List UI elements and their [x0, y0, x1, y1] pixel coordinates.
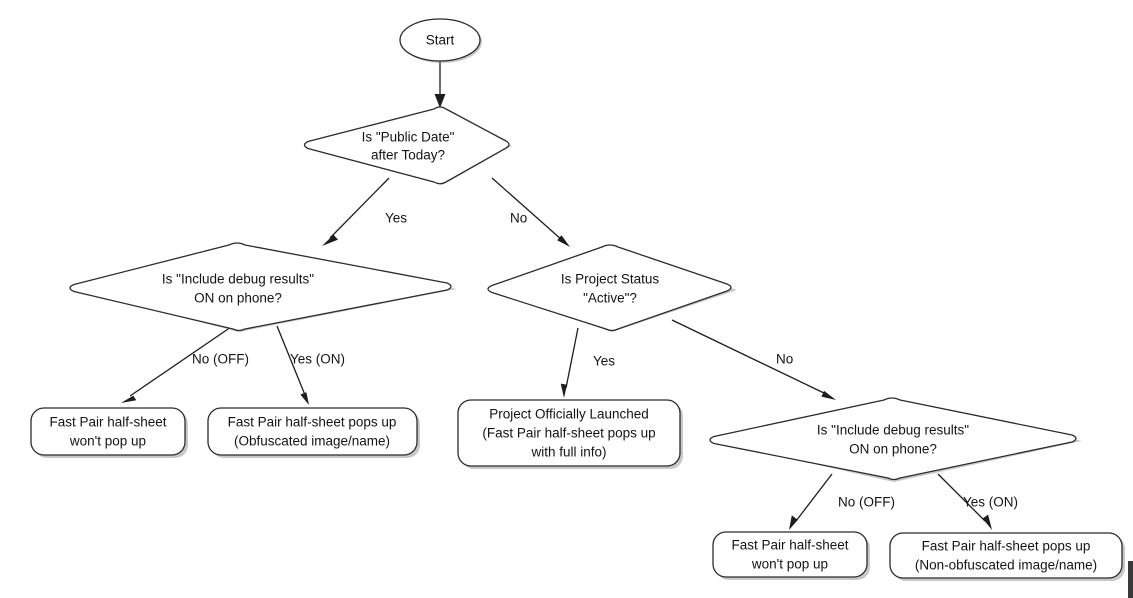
node-decision-project-status-line2: "Active"? [583, 291, 637, 306]
node-decision-public-date-line2: after Today? [371, 148, 445, 163]
edge-public-date-yes: Yes [322, 177, 407, 246]
edge-debug-left-no: No (OFF) [121, 324, 249, 403]
node-decision-debug-left[interactable]: Is "Include debug results" ON on phone? [69, 242, 457, 332]
edge-label-debug-left-yes: Yes (ON) [290, 352, 345, 367]
node-result-right-no[interactable]: Fast Pair half-sheet won't pop up [712, 531, 870, 580]
edge-debug-right-yes: Yes (ON) [937, 473, 1018, 530]
edge-debug-right-no: No (OFF) [789, 473, 895, 530]
edge-label-project-status-yes: Yes [593, 354, 615, 369]
node-result-left-yes[interactable]: Fast Pair half-sheet pops up (Obfuscated… [207, 407, 420, 458]
node-decision-debug-left-line1: Is "Include debug results" [162, 272, 314, 287]
edge-label-project-status-no: No [776, 352, 793, 367]
node-decision-debug-left-line2: ON on phone? [194, 291, 282, 306]
node-result-launched-line1: Project Officially Launched [489, 407, 649, 422]
node-result-left-no-line1: Fast Pair half-sheet [49, 415, 166, 430]
edge-debug-left-yes: Yes (ON) [276, 325, 345, 405]
node-result-right-yes[interactable]: Fast Pair half-sheet pops up (Non-obfusc… [889, 532, 1125, 581]
node-result-right-yes-line2: (Non-obfuscated image/name) [915, 558, 1097, 573]
node-result-launched-line2: (Fast Pair half-sheet pops up [482, 426, 655, 441]
edge-label-debug-right-no: No (OFF) [838, 495, 895, 510]
edge-label-public-date-yes: Yes [385, 211, 407, 226]
node-result-right-yes-line1: Fast Pair half-sheet pops up [922, 539, 1091, 554]
node-decision-debug-right-line1: Is "Include debug results" [817, 423, 969, 438]
node-result-left-no-line2: won't pop up [69, 434, 146, 449]
edge-project-status-no: No [671, 319, 836, 400]
node-decision-public-date[interactable]: Is "Public Date" after Today? [303, 106, 512, 185]
node-result-right-no-line1: Fast Pair half-sheet [731, 538, 848, 553]
edge-label-debug-left-no: No (OFF) [192, 352, 249, 367]
node-decision-debug-right[interactable]: Is "Include debug results" ON on phone? [709, 397, 1082, 482]
node-result-left-no[interactable]: Fast Pair half-sheet won't pop up [30, 407, 188, 458]
edge-public-date-no: No [491, 177, 570, 247]
node-decision-debug-right-line2: ON on phone? [849, 442, 937, 457]
node-result-left-yes-line1: Fast Pair half-sheet pops up [228, 415, 397, 430]
node-decision-project-status-line1: Is Project Status [561, 272, 660, 287]
node-decision-public-date-line1: Is "Public Date" [362, 130, 455, 145]
node-result-launched[interactable]: Project Officially Launched (Fast Pair h… [457, 399, 683, 469]
edge-start-to-public-date [434, 61, 446, 108]
edge-project-status-yes: Yes [560, 327, 615, 398]
edge-label-public-date-no: No [510, 211, 527, 226]
node-result-launched-line3: with full info) [530, 445, 606, 460]
edge-label-debug-right-yes: Yes (ON) [963, 495, 1018, 510]
node-start[interactable]: Start [399, 18, 482, 63]
node-result-right-no-line2: won't pop up [751, 557, 828, 572]
node-start-label: Start [426, 33, 455, 48]
node-decision-project-status[interactable]: Is Project Status "Active"? [487, 244, 737, 332]
canvas-edge-artifact [1128, 561, 1133, 598]
node-result-left-yes-line2: (Obfuscated image/name) [234, 434, 390, 449]
